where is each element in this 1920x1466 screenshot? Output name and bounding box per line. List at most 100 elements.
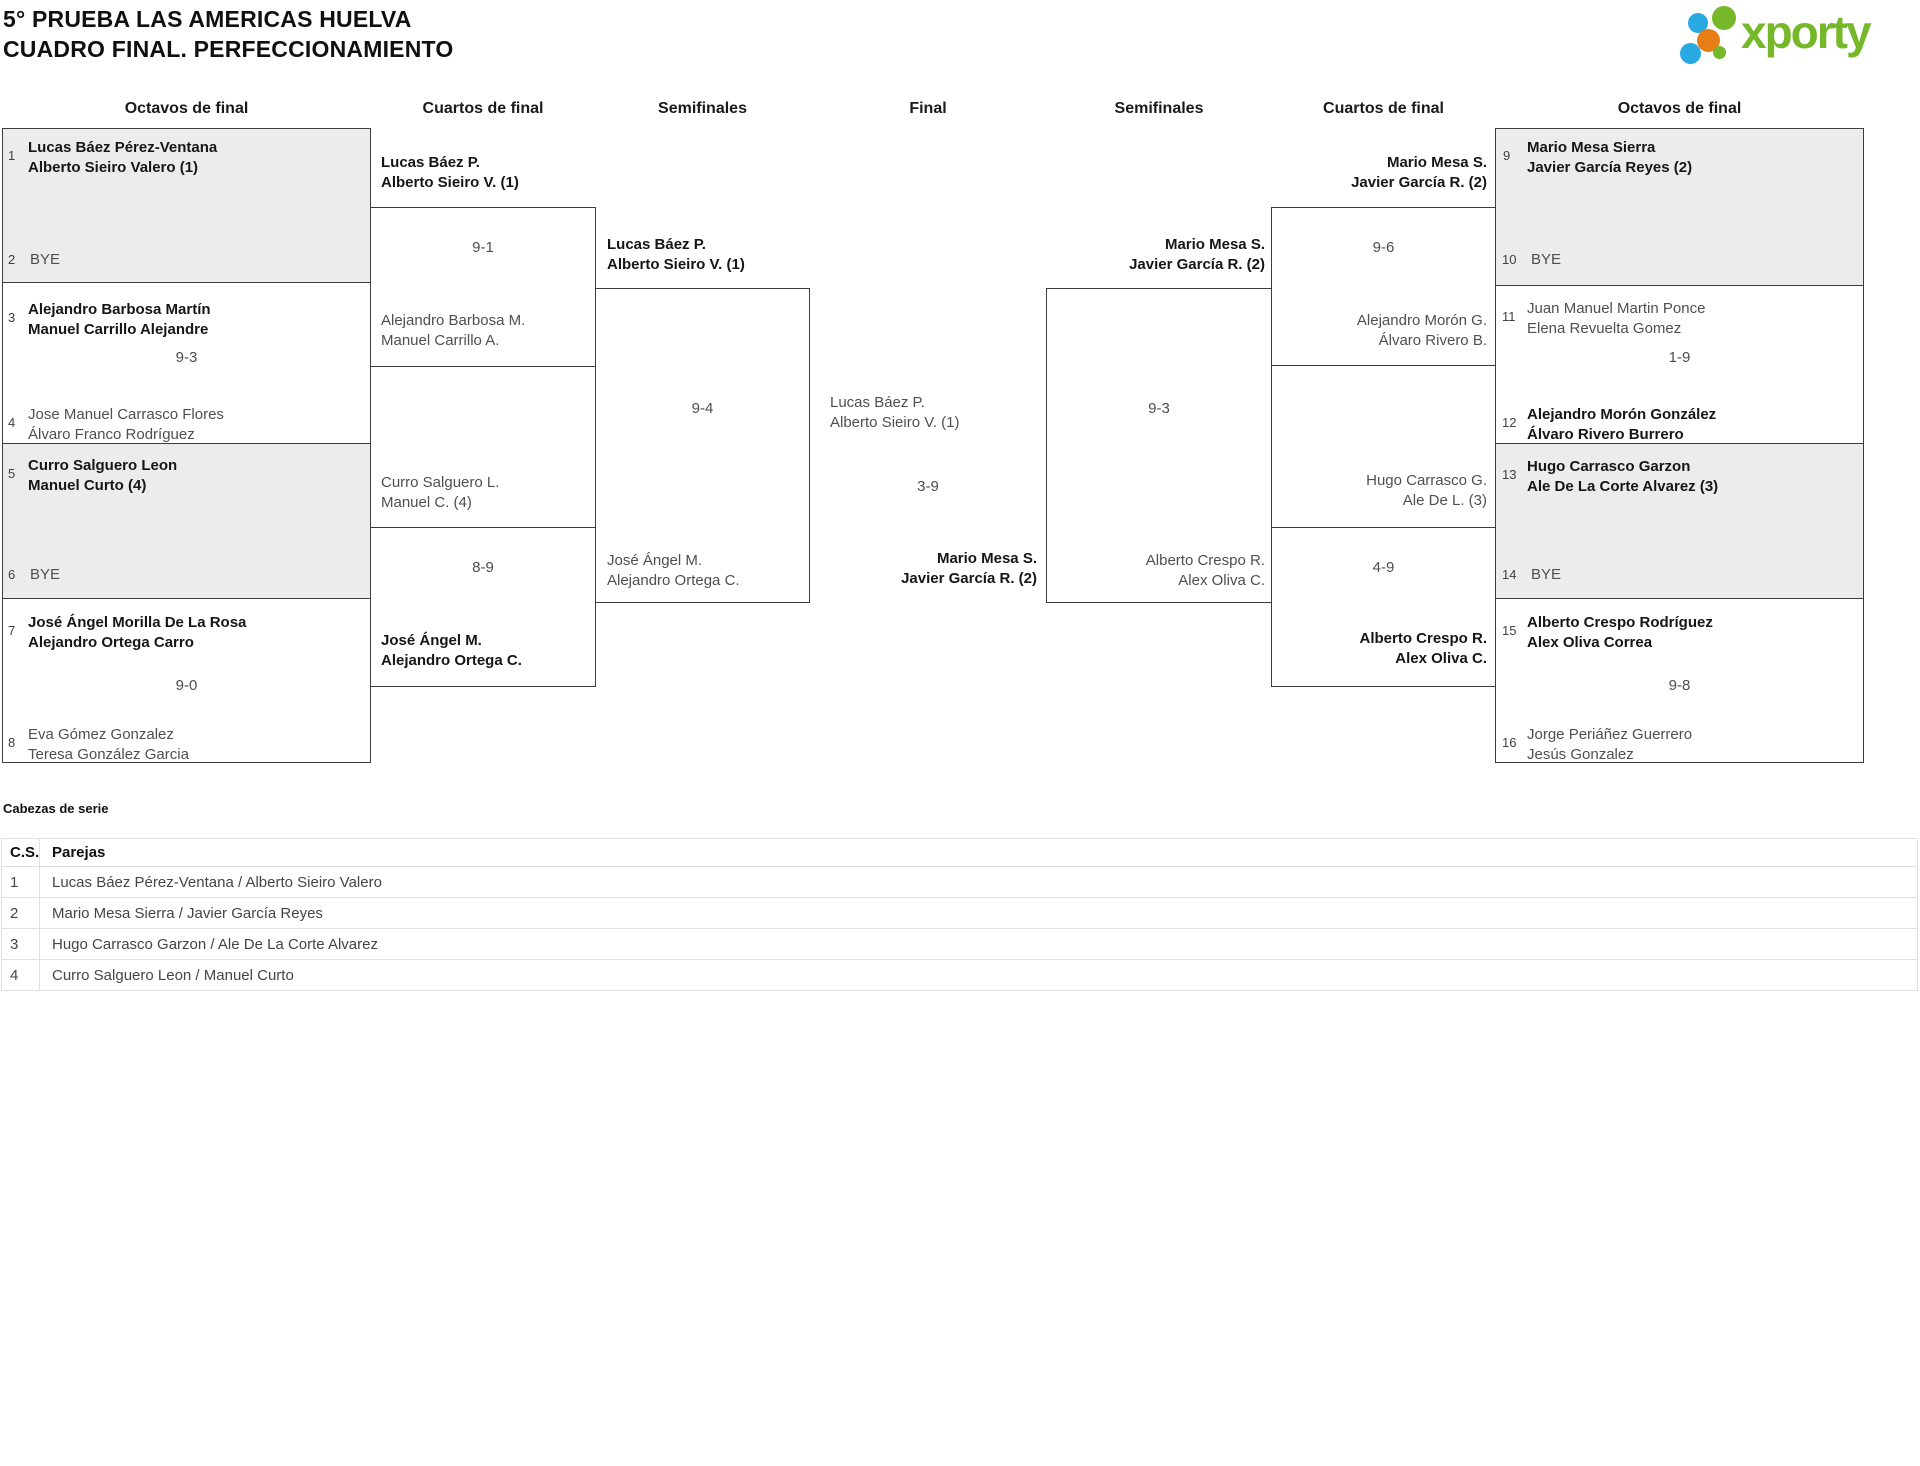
- match-box-r16-right-1: [1495, 128, 1864, 286]
- draw-position: 5: [8, 466, 16, 481]
- qf-right-2-top: Hugo Carrasco G. Ale De L. (3): [1271, 471, 1487, 511]
- player-name: Ale De La Corte Alvarez (3): [1527, 478, 1719, 495]
- final-team-top: Lucas Báez P. Alberto Sieiro V. (1): [830, 393, 960, 433]
- player-name: Javier García R. (2): [901, 570, 1037, 587]
- match-box-r16-left-3: [2, 443, 371, 599]
- player-name: Elena Revuelta Gomez: [1527, 320, 1682, 337]
- seeds-col-cs: C.S.: [2, 839, 40, 866]
- player-name: Jesús Gonzalez: [1527, 746, 1634, 763]
- player-name: Alberto Sieiro V. (1): [381, 174, 519, 191]
- player-name: Alex Oliva C.: [1178, 572, 1265, 589]
- bye-label: BYE: [30, 251, 61, 268]
- draw-position: 3: [8, 310, 16, 325]
- player-name: Ale De L. (3): [1402, 492, 1487, 509]
- match-box-r16-left-1: [2, 128, 371, 283]
- logo-dot-icon: [1713, 46, 1726, 59]
- qf-right-1-winner: Mario Mesa S. Javier García R. (2): [1271, 153, 1487, 193]
- draw-position: 16: [1502, 735, 1517, 750]
- seeds-col-pairs: Parejas: [52, 844, 106, 861]
- match-score: 9-4: [691, 400, 714, 417]
- qf-left-1-loser: Alejandro Barbosa M. Manuel Carrillo A.: [381, 311, 525, 351]
- seed-row-2: 2 Mario Mesa Sierra / Javier García Reye…: [2, 897, 1917, 928]
- draw-position: 11: [1502, 309, 1516, 324]
- player-name: Mario Mesa S.: [1164, 236, 1265, 253]
- logo-dot-icon: [1712, 6, 1736, 30]
- match-box-qf-right-2: [1271, 527, 1496, 687]
- draw-position: 9: [1503, 148, 1511, 163]
- player-name: Javier García R. (2): [1129, 256, 1265, 273]
- team-pair-11: Juan Manuel Martin Ponce Elena Revuelta …: [1527, 299, 1705, 339]
- logo-dot-icon: [1697, 29, 1720, 52]
- player-name: Alejandro Ortega C.: [381, 652, 522, 669]
- match-score: 1-9: [1668, 349, 1691, 366]
- team-pair-4: Jose Manuel Carrasco Flores Álvaro Franc…: [28, 405, 224, 445]
- final-winner: Mario Mesa S. Javier García R. (2): [810, 549, 1037, 589]
- match-box-qf-left-2: [370, 527, 596, 687]
- draw-position: 6: [8, 567, 16, 582]
- logo-wordmark: xporty: [1741, 6, 1872, 58]
- page-title-line1: 5° PRUEBA LAS AMERICAS HUELVA: [3, 6, 412, 32]
- seed-number: 2: [2, 898, 40, 928]
- seed-number: 4: [2, 960, 40, 990]
- player-name: Javier García Reyes (2): [1527, 159, 1693, 176]
- team-pair-16: Jorge Periáñez Guerrero Jesús Gonzalez: [1527, 725, 1692, 765]
- final-score: 3-9: [917, 478, 939, 495]
- match-score: 4-9: [1372, 559, 1395, 576]
- player-name: José Ángel M.: [381, 632, 482, 649]
- team-pair-1: Lucas Báez Pérez-Ventana Alberto Sieiro …: [28, 138, 217, 178]
- player-name: Alberto Crespo Rodríguez: [1527, 614, 1713, 631]
- team-pair-14-bye: BYE: [1531, 565, 1561, 585]
- team-pair-13: Hugo Carrasco Garzon Ale De La Corte Alv…: [1527, 457, 1718, 497]
- player-name: Juan Manuel Martin Ponce: [1527, 300, 1706, 317]
- match-box-r16-left-4: [2, 598, 371, 763]
- match-score: 8-9: [472, 559, 494, 576]
- player-name: Alberto Sieiro V. (1): [830, 414, 960, 431]
- sf-right-winner: Mario Mesa S. Javier García R. (2): [1046, 235, 1265, 275]
- team-pair-7: José Ángel Morilla De La Rosa Alejandro …: [28, 613, 246, 653]
- match-box-sf-left: [595, 288, 810, 603]
- player-name: Curro Salguero Leon: [28, 457, 178, 474]
- team-pair-3: Alejandro Barbosa Martín Manuel Carrillo…: [28, 300, 211, 340]
- team-pair-15: Alberto Crespo Rodríguez Alex Oliva Corr…: [1527, 613, 1713, 653]
- player-name: Alejandro Ortega C.: [607, 572, 740, 589]
- team-pair-6-bye: BYE: [30, 565, 60, 585]
- player-name: Álvaro Franco Rodríguez: [28, 426, 195, 443]
- draw-position: 4: [8, 415, 16, 430]
- player-name: Alejandro Barbosa Martín: [28, 301, 211, 318]
- qf-left-2-winner: José Ángel M. Alejandro Ortega C.: [381, 631, 522, 671]
- player-name: Manuel C. (4): [381, 494, 472, 511]
- qf-left-2-top: Curro Salguero L. Manuel C. (4): [381, 473, 499, 513]
- draw-position: 15: [1502, 623, 1517, 638]
- seed-pair: Curro Salguero Leon / Manuel Curto: [52, 966, 294, 984]
- player-name: Lucas Báez Pérez-Ventana: [28, 139, 218, 156]
- player-name: Lucas Báez P.: [381, 154, 480, 171]
- match-score: 9-3: [1148, 400, 1170, 417]
- match-box-r16-right-4: [1495, 598, 1864, 763]
- seed-pair: Lucas Báez Pérez-Ventana / Alberto Sieir…: [52, 873, 382, 891]
- player-name: Javier García R. (2): [1351, 174, 1487, 191]
- seed-number: 1: [2, 867, 40, 897]
- team-pair-8: Eva Gómez Gonzalez Teresa González Garci…: [28, 725, 189, 765]
- bye-label: BYE: [1531, 566, 1562, 583]
- player-name: Alex Oliva Correa: [1527, 634, 1653, 651]
- round-header-octavos-right: Octavos de final: [1617, 100, 1742, 117]
- draw-position: 8: [8, 735, 16, 750]
- match-box-r16-right-3: [1495, 443, 1864, 599]
- player-name: Manuel Carrillo A.: [381, 332, 500, 349]
- draw-position: 12: [1502, 415, 1517, 430]
- seeds-section-title: Cabezas de serie: [3, 801, 109, 816]
- player-name: Lucas Báez P.: [607, 236, 706, 253]
- seeds-header-row: C.S. Parejas: [2, 839, 1917, 866]
- seed-pair: Mario Mesa Sierra / Javier García Reyes: [52, 904, 323, 922]
- team-pair-10-bye: BYE: [1531, 250, 1561, 270]
- player-name: Hugo Carrasco Garzon: [1527, 458, 1691, 475]
- bye-label: BYE: [30, 566, 61, 583]
- player-name: José Ángel M.: [607, 552, 703, 569]
- player-name: Alejandro Morón G.: [1356, 312, 1487, 329]
- sf-left-loser: José Ángel M. Alejandro Ortega C.: [607, 551, 740, 591]
- draw-position: 1: [8, 148, 16, 163]
- match-score: 9-8: [1668, 677, 1691, 694]
- round-header-final: Final: [909, 100, 947, 117]
- round-header-semis-right: Semifinales: [1114, 100, 1204, 117]
- sf-right-loser: Alberto Crespo R. Alex Oliva C.: [1046, 551, 1265, 591]
